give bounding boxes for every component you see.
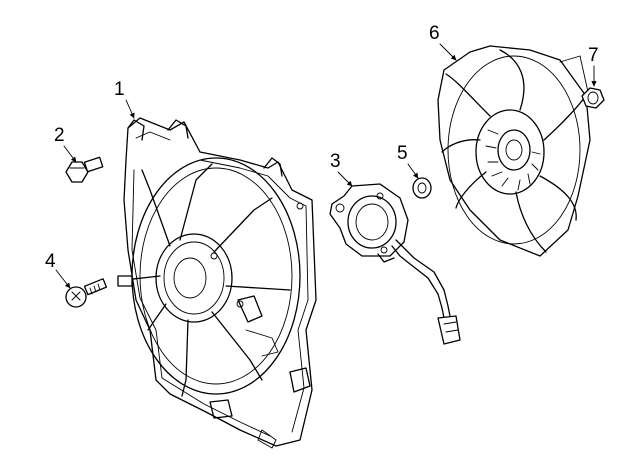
fan-shroud [117, 117, 317, 449]
callout-1: 1 [114, 79, 125, 100]
callout-7: 7 [588, 45, 599, 66]
callout-3: 3 [330, 151, 341, 172]
callout-6: 6 [429, 23, 440, 44]
nut-7 [581, 87, 605, 109]
washer-5 [412, 177, 432, 199]
fan-blade [437, 45, 591, 257]
callout-5: 5 [397, 143, 408, 164]
fan-motor [329, 183, 461, 345]
callout-2: 2 [54, 125, 65, 146]
bolt-2 [65, 156, 104, 183]
callout-4: 4 [45, 251, 56, 272]
leader-lines [55, 43, 597, 289]
bolt-4 [65, 278, 108, 308]
